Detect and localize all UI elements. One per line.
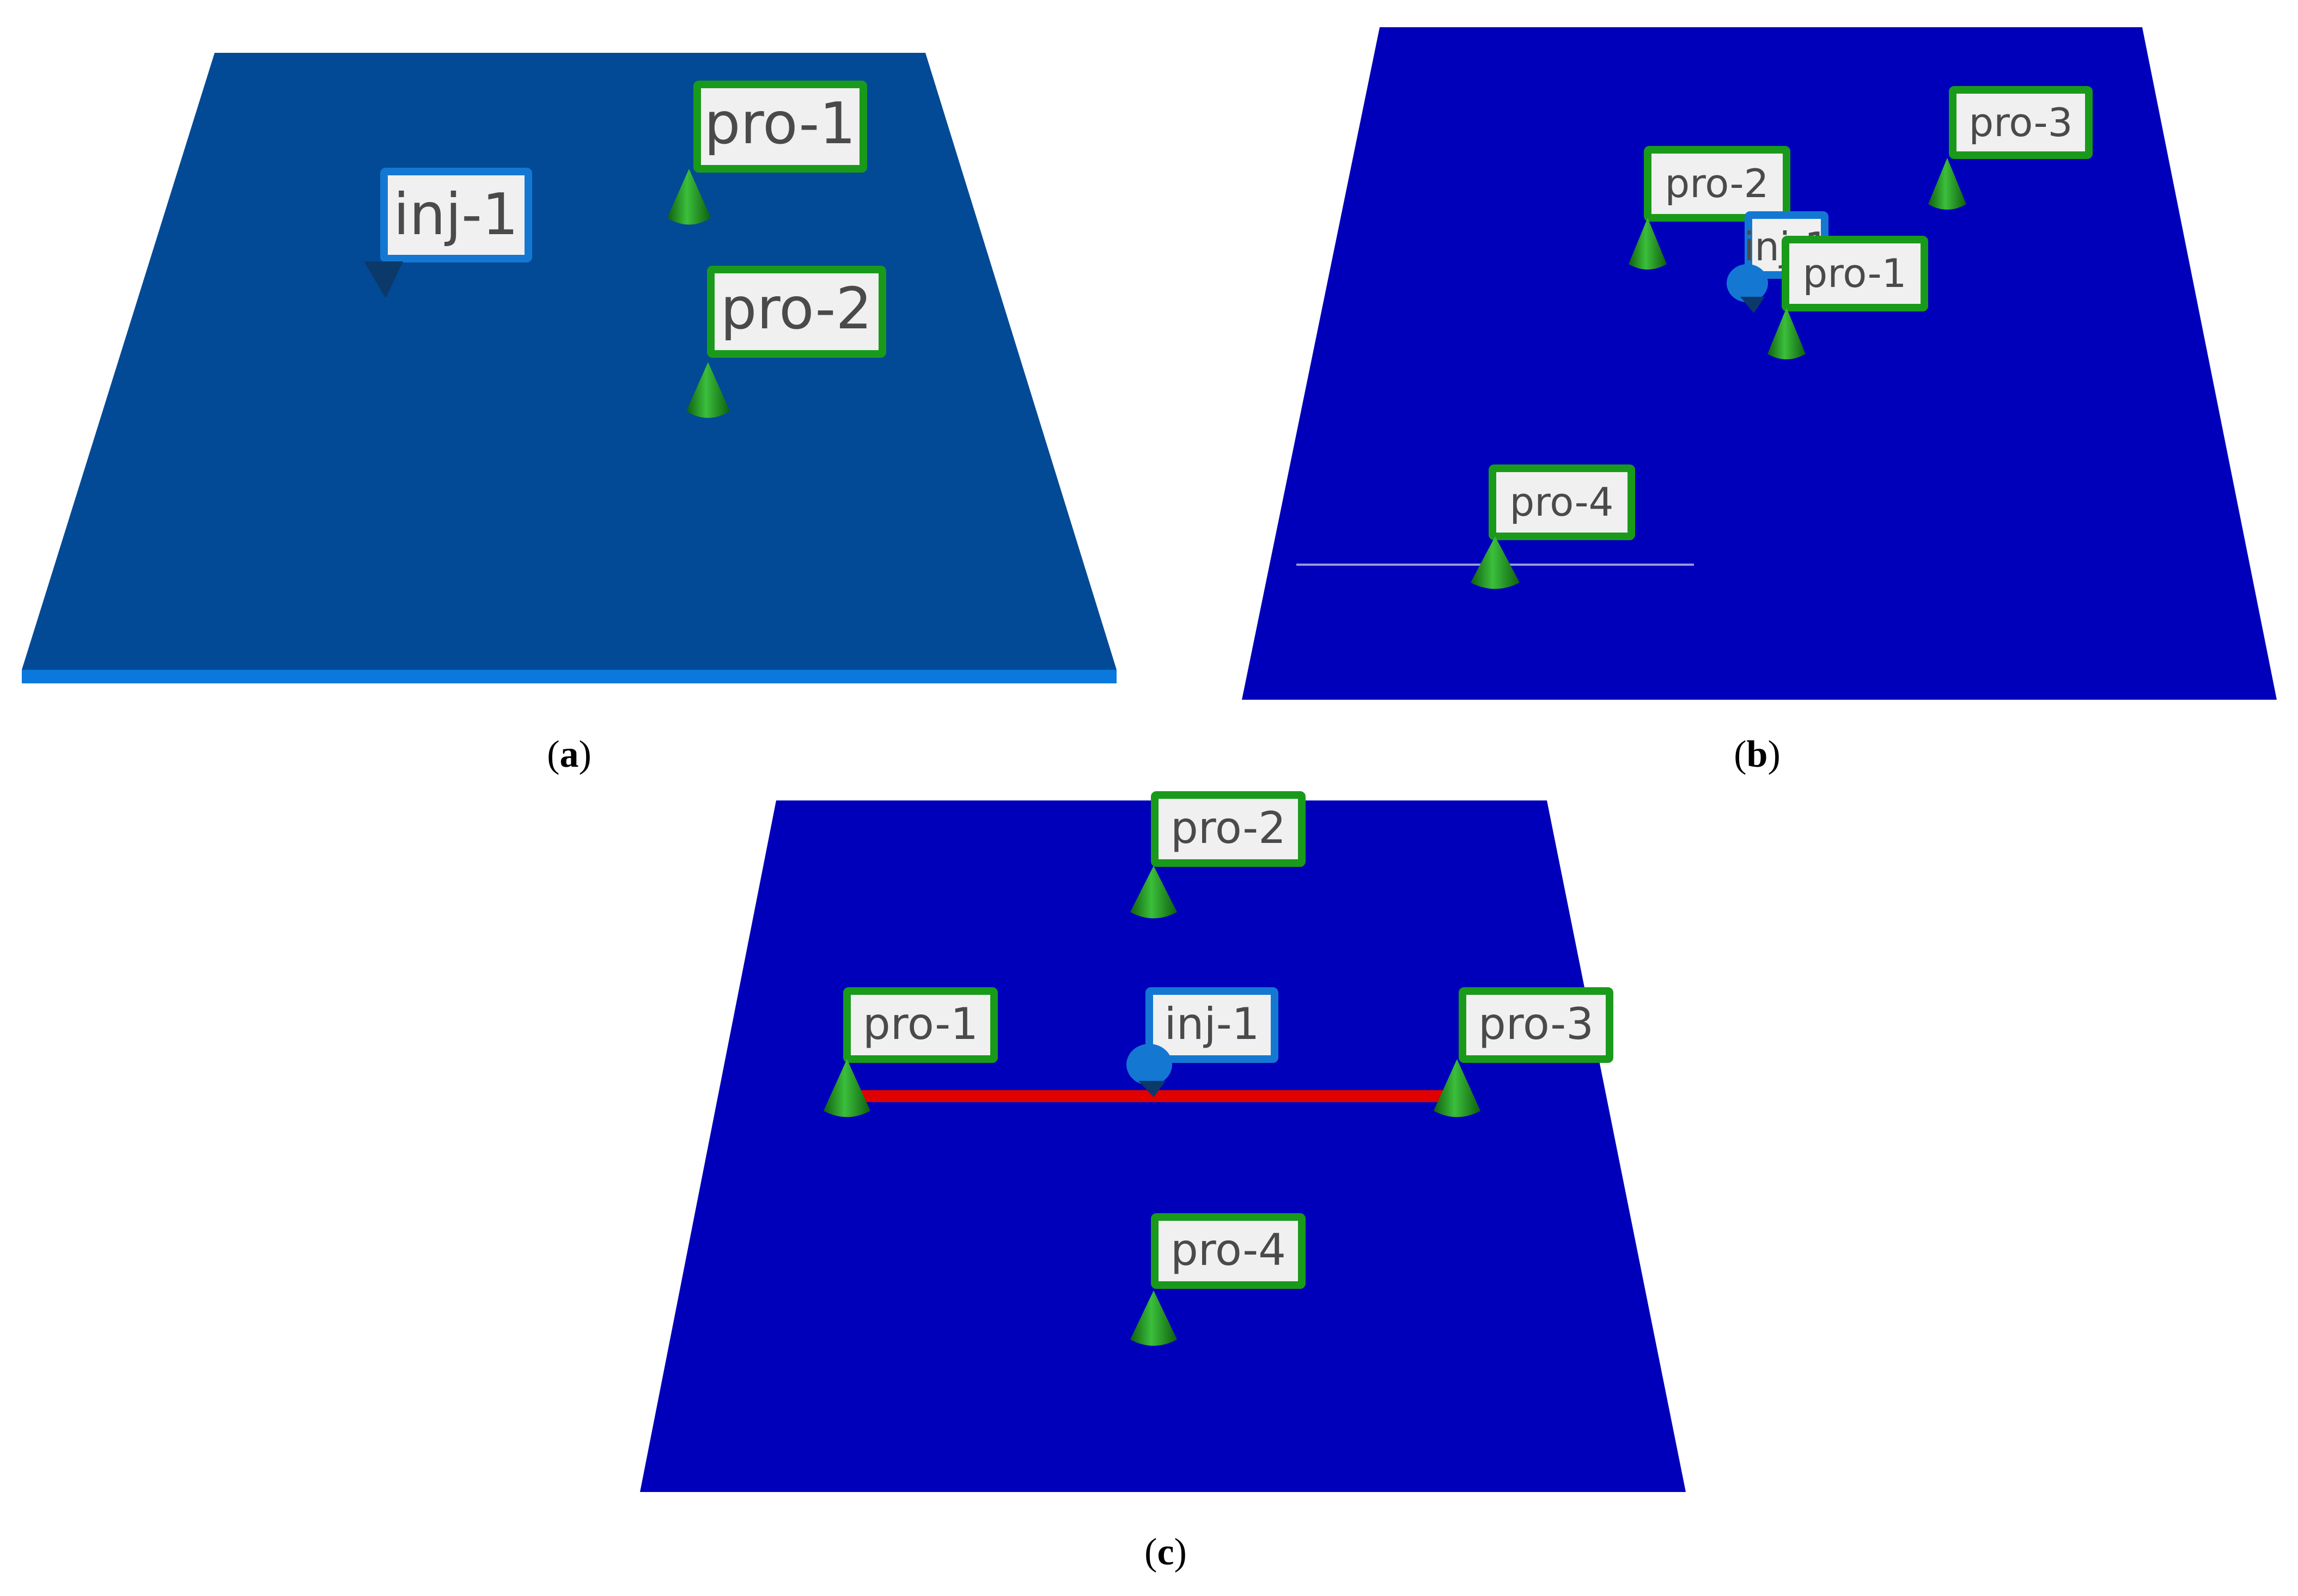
well-label-box bbox=[1459, 987, 1613, 1063]
reservoir-plane-a bbox=[22, 53, 1117, 670]
well-label: inj-1 bbox=[1165, 999, 1260, 1049]
producer-cone-icon bbox=[1928, 158, 1966, 210]
injector-marker-icon bbox=[1126, 1044, 1172, 1085]
panel-c: pro-2 pro-1 inj-1 pro-3 pro-4 (c) bbox=[640, 791, 1686, 1573]
injector-marker-icon bbox=[1727, 264, 1768, 302]
reservoir-plane-b bbox=[1242, 27, 2277, 700]
well-pro-3[interactable]: pro-3 bbox=[1434, 987, 1613, 1117]
well-label: inj-1 bbox=[393, 181, 519, 248]
well-pro-1[interactable]: pro-1 bbox=[824, 987, 998, 1117]
well-pro-3[interactable]: pro-3 bbox=[1928, 86, 2093, 210]
well-label: pro-1 bbox=[704, 90, 856, 157]
well-inj-1[interactable]: inj-1 bbox=[364, 168, 532, 298]
injector-cone-icon bbox=[364, 261, 403, 298]
producer-cone-icon bbox=[686, 362, 730, 418]
well-label: pro-3 bbox=[1478, 999, 1594, 1049]
well-label-box bbox=[1782, 236, 1928, 311]
well-label-box bbox=[1644, 146, 1790, 222]
well-inj-1[interactable]: inj-1 bbox=[1126, 987, 1278, 1097]
well-label-box bbox=[380, 168, 532, 262]
fracture-line bbox=[847, 1090, 1457, 1102]
well-label-box bbox=[843, 987, 998, 1063]
well-pro-4[interactable]: pro-4 bbox=[1130, 1213, 1306, 1346]
producer-cone-icon bbox=[824, 1059, 870, 1117]
well-label: pro-4 bbox=[1171, 1225, 1286, 1275]
injector-cone-icon bbox=[1740, 297, 1765, 313]
well-label: pro-2 bbox=[721, 276, 872, 342]
producer-cone-icon bbox=[667, 169, 711, 225]
producer-cone-icon bbox=[1471, 536, 1520, 589]
producer-cone-icon bbox=[1130, 866, 1177, 919]
well-pro-2[interactable]: pro-2 bbox=[1130, 791, 1306, 919]
well-label: pro-1 bbox=[863, 999, 978, 1049]
well-pro-1[interactable]: pro-1 bbox=[667, 81, 867, 225]
panel-a: pro-1 inj-1 pro-2 (a) bbox=[22, 53, 1117, 775]
well-label-box bbox=[693, 81, 867, 173]
well-label-box bbox=[1151, 1213, 1306, 1289]
well-label-box bbox=[1949, 86, 2093, 159]
producer-cone-icon bbox=[1629, 218, 1667, 270]
well-label-box bbox=[1489, 464, 1635, 540]
reservoir-plane-a-edge bbox=[22, 670, 1117, 683]
injector-cone-icon bbox=[1138, 1081, 1166, 1097]
well-label-box bbox=[707, 266, 886, 358]
well-pro-2[interactable]: pro-2 bbox=[1629, 146, 1790, 270]
panel-caption: (b) bbox=[1734, 733, 1781, 775]
producer-cone-icon bbox=[1434, 1059, 1480, 1117]
well-label-box bbox=[1145, 987, 1278, 1063]
panel-b: pro-3 pro-2 inj-1 pro-1 pro-4 (b) bbox=[1242, 27, 2277, 775]
well-label: pro-2 bbox=[1665, 161, 1769, 206]
well-label-box bbox=[1151, 791, 1306, 867]
reservoir-plane-c bbox=[640, 800, 1686, 1492]
panel-caption: (c) bbox=[1144, 1531, 1187, 1573]
well-pro-2[interactable]: pro-2 bbox=[686, 266, 886, 418]
well-pro-4[interactable]: pro-4 bbox=[1471, 464, 1635, 589]
well-pro-1[interactable]: pro-1 bbox=[1767, 236, 1928, 359]
well-label: pro-1 bbox=[1803, 250, 1907, 296]
well-label: pro-4 bbox=[1510, 479, 1614, 525]
well-label: pro-3 bbox=[1969, 100, 2073, 145]
producer-cone-icon bbox=[1130, 1291, 1177, 1346]
well-label: pro-2 bbox=[1171, 803, 1286, 853]
producer-cone-icon bbox=[1767, 308, 1806, 359]
panel-caption: (a) bbox=[547, 733, 592, 775]
